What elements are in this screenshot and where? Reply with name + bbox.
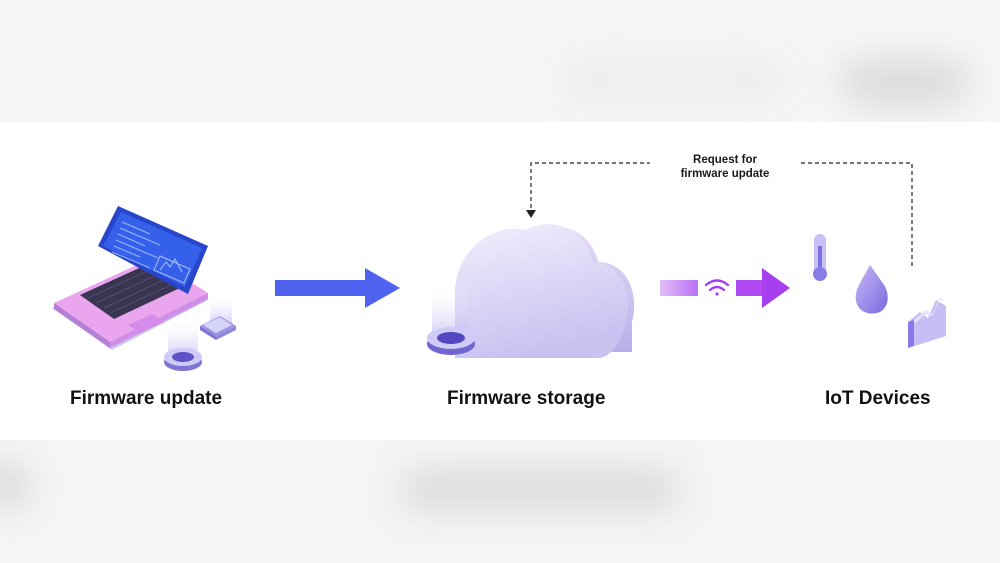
request-label: Request for firmware update	[650, 153, 800, 181]
thermometer-icon	[813, 234, 827, 281]
arrow-to-devices	[660, 268, 790, 308]
request-label-line1: Request for	[693, 154, 757, 166]
water-drop-icon	[855, 265, 888, 314]
wifi-icon	[704, 279, 730, 296]
firmware-storage-label: Firmware storage	[447, 388, 606, 409]
laptop-icon	[52, 206, 208, 350]
blurred-top-background	[0, 0, 1000, 122]
iot-devices-label: IoT Devices	[825, 388, 931, 409]
request-arrowhead	[526, 210, 536, 218]
arrow-to-storage	[275, 268, 400, 308]
cloud-icon	[427, 224, 635, 358]
request-dashed-line	[530, 162, 913, 266]
blurred-shape-top-middle	[560, 60, 790, 100]
chip-icon	[200, 294, 236, 340]
blurred-shape-top-right	[840, 60, 970, 105]
request-label-line2: firmware update	[680, 168, 770, 180]
database-icon	[164, 318, 202, 371]
chart-block-icon	[908, 298, 946, 348]
blurred-shape-bottom-middle	[400, 470, 680, 510]
firmware-update-label: Firmware update	[70, 388, 223, 409]
